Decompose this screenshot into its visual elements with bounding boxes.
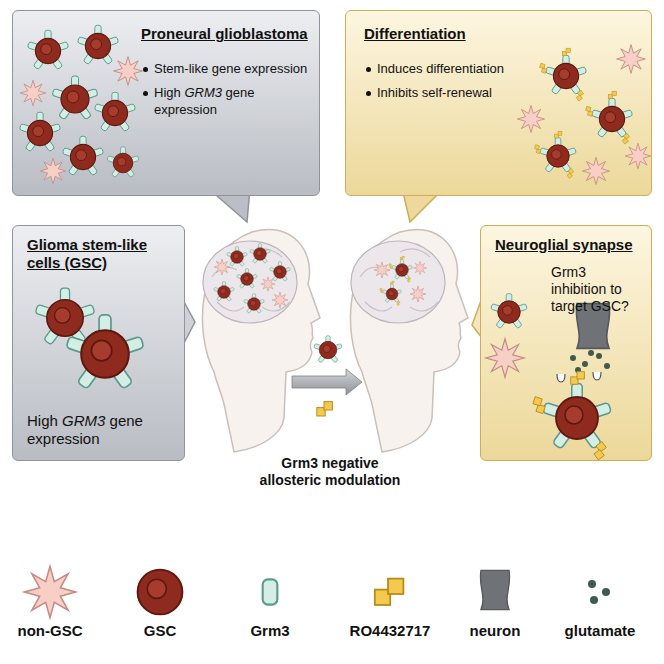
bullet-text: Stem-like gene expression bbox=[141, 61, 313, 77]
legend-label: RO4432717 bbox=[335, 622, 445, 639]
legend-label: neuron bbox=[440, 622, 550, 639]
speech-bubble: Neuroglial synapseGrm3 inhibition to tar… bbox=[480, 225, 652, 461]
synapse-scene bbox=[481, 226, 653, 456]
speech-bubble: Proneural glioblastomaStem-like gene exp… bbox=[12, 10, 320, 196]
legend-label: non-GSC bbox=[0, 622, 105, 639]
bullet-text: Inhibits self-renewal bbox=[364, 85, 521, 101]
bubble-heading: Neuroglial synapse bbox=[495, 236, 641, 254]
bubble-heading: Glioma stem-like cells (GSC) bbox=[27, 236, 172, 272]
legend-label: Grm3 bbox=[215, 622, 325, 639]
speech-bubble: DifferentiationInduces differentiationIn… bbox=[345, 10, 652, 196]
legend-label: GSC bbox=[105, 622, 215, 639]
legend-label: glutamate bbox=[545, 622, 655, 639]
bubble-heading: Proneural glioblastoma bbox=[141, 25, 313, 43]
speech-bubble: Glioma stem-like cells (GSC) High GRM3 ge… bbox=[12, 225, 185, 461]
bullet-text: High GRM3 gene expression bbox=[141, 85, 313, 118]
head-treated bbox=[350, 229, 468, 452]
bubble-heading: Differentiation bbox=[364, 25, 521, 43]
treatment-arrow bbox=[292, 336, 362, 416]
head-untreated bbox=[202, 229, 320, 452]
legend-icons bbox=[24, 566, 610, 617]
bullet-text: Induces differentiation bbox=[364, 61, 521, 77]
body-text: Grm3 inhibition to target GSC? bbox=[551, 264, 641, 314]
body-text: High GRM3 gene expression bbox=[27, 412, 172, 448]
treatment-label: Grm3 negative allosteric modulation bbox=[255, 455, 405, 489]
